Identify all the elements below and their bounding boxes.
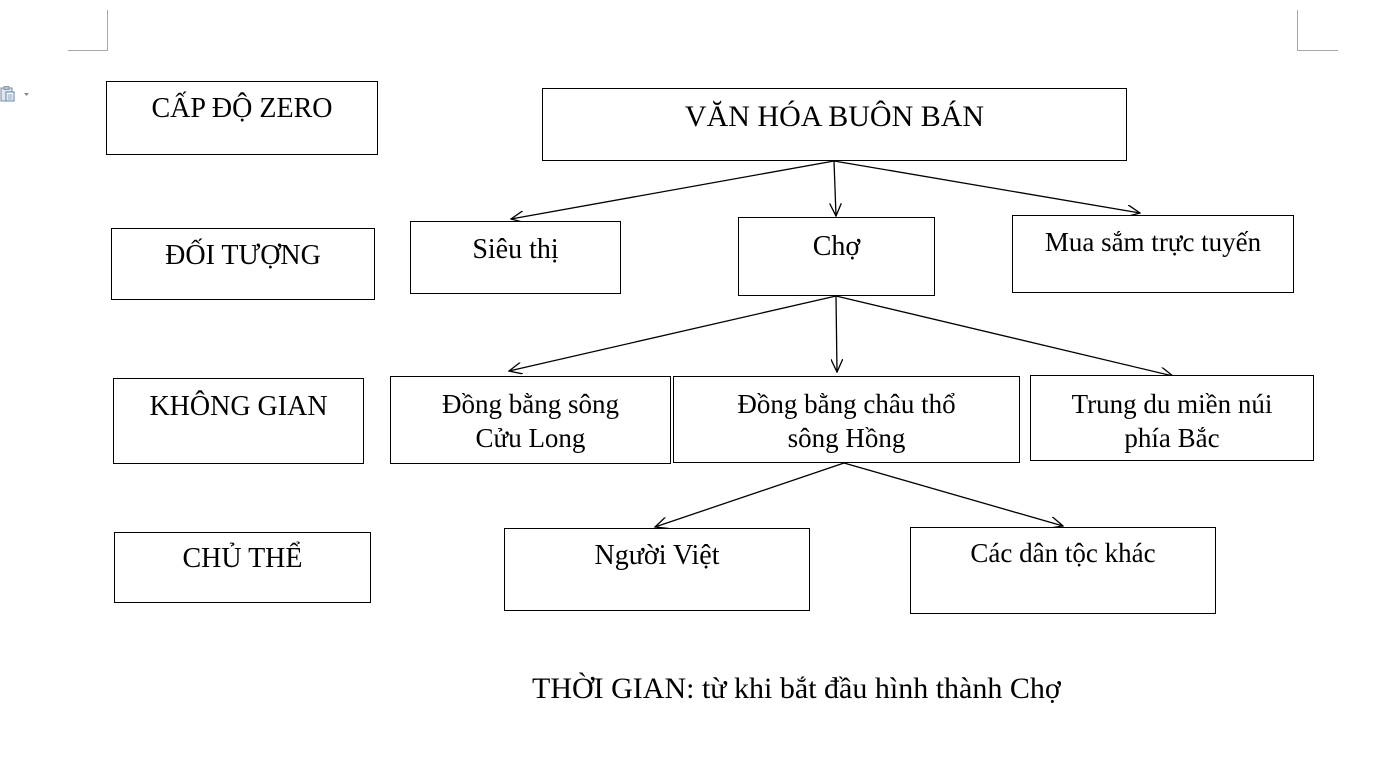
level-space-text: KHÔNG GIAN: [149, 391, 328, 422]
node-red-river-line-2: sông Hồng: [787, 423, 906, 453]
level-label-zero: CẤP ĐỘ ZERO: [106, 81, 378, 155]
level-label-subject: CHỦ THỂ: [114, 532, 371, 603]
arrow-market-to-north: [835, 295, 1173, 376]
arrow-root-to-market: [834, 160, 836, 216]
paste-options-icon[interactable]: [0, 86, 32, 102]
level-object-text: ĐỐI TƯỢNG: [165, 240, 321, 271]
arrow-market-to-red-river: [836, 295, 837, 372]
node-trade-culture: VĂN HÓA BUÔN BÁN: [542, 88, 1127, 161]
level-label-object: ĐỐI TƯỢNG: [111, 228, 375, 300]
level-subject-text: CHỦ THỂ: [182, 543, 303, 574]
node-market-text: Chợ: [812, 231, 861, 262]
node-mekong-line-2: Cửu Long: [475, 423, 586, 453]
node-trade-culture-text: VĂN HÓA BUÔN BÁN: [684, 100, 985, 133]
arrow-market-to-mekong: [509, 295, 837, 371]
time-note: THỜI GIAN: từ khi bắt đầu hình thành Chợ: [532, 672, 1061, 705]
arrow-red-river-to-viet: [655, 462, 845, 527]
node-online-shopping: Mua sắm trực tuyến: [1012, 215, 1294, 293]
node-market: Chợ: [738, 217, 935, 296]
node-viet-people-text: Người Việt: [594, 540, 720, 571]
node-mekong-delta: Đồng bằng sông Cửu Long: [390, 376, 671, 464]
node-north-line-2: phía Bắc: [1124, 423, 1220, 453]
node-supermarket: Siêu thị: [410, 221, 621, 294]
level-zero-text: CẤP ĐỘ ZERO: [151, 93, 333, 124]
node-north-line-1: Trung du miền núi: [1071, 389, 1273, 419]
arrow-red-river-to-ethnic: [843, 462, 1063, 526]
node-other-ethnic-groups: Các dân tộc khác: [910, 527, 1216, 614]
arrow-root-to-online: [833, 160, 1140, 213]
node-viet-people: Người Việt: [504, 528, 810, 611]
arrow-root-to-supermarket: [511, 160, 835, 219]
level-label-space: KHÔNG GIAN: [113, 378, 364, 464]
page-crop-mark-left: [68, 10, 108, 51]
node-northern-midlands: Trung du miền núi phía Bắc: [1030, 375, 1314, 461]
node-mekong-line-1: Đồng bằng sông: [442, 389, 619, 419]
node-red-river-line-1: Đồng bằng châu thổ: [737, 389, 956, 419]
node-online-shopping-text: Mua sắm trực tuyến: [1044, 227, 1262, 257]
node-other-ethnic-groups-text: Các dân tộc khác: [970, 538, 1156, 568]
page-crop-mark-right: [1297, 10, 1338, 51]
node-red-river-delta: Đồng bằng châu thổ sông Hồng: [673, 376, 1020, 463]
node-supermarket-text: Siêu thị: [472, 234, 559, 265]
